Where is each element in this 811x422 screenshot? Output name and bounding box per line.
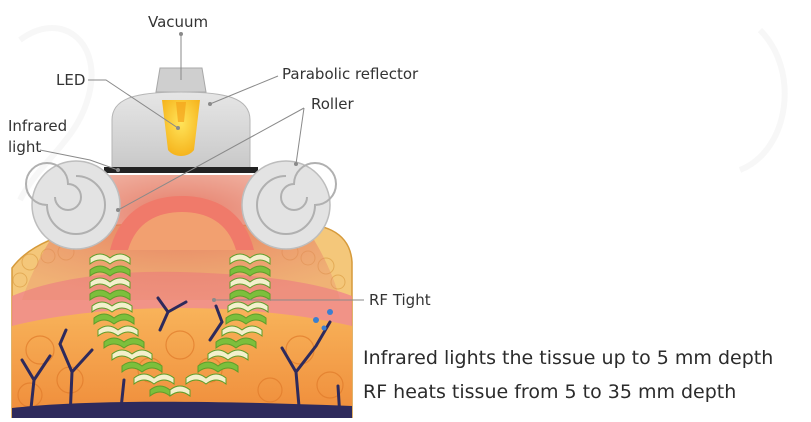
label-rf-tight: RF Tight (369, 291, 431, 309)
contact-plate (104, 167, 258, 173)
label-infrared-line1: Infrared (8, 116, 67, 137)
label-infrared-light: Infrared light (8, 116, 67, 158)
label-infrared-line2: light (8, 137, 67, 158)
label-vacuum: Vacuum (148, 13, 208, 31)
label-roller: Roller (311, 95, 354, 113)
caption-infrared: Infrared lights the tissue up to 5 mm de… (363, 347, 773, 369)
fat-layer (12, 308, 352, 418)
caption-rf: RF heats tissue from 5 to 35 mm depth (363, 381, 736, 403)
label-parabolic-reflector: Parabolic reflector (282, 65, 418, 83)
label-led: LED (56, 71, 85, 89)
